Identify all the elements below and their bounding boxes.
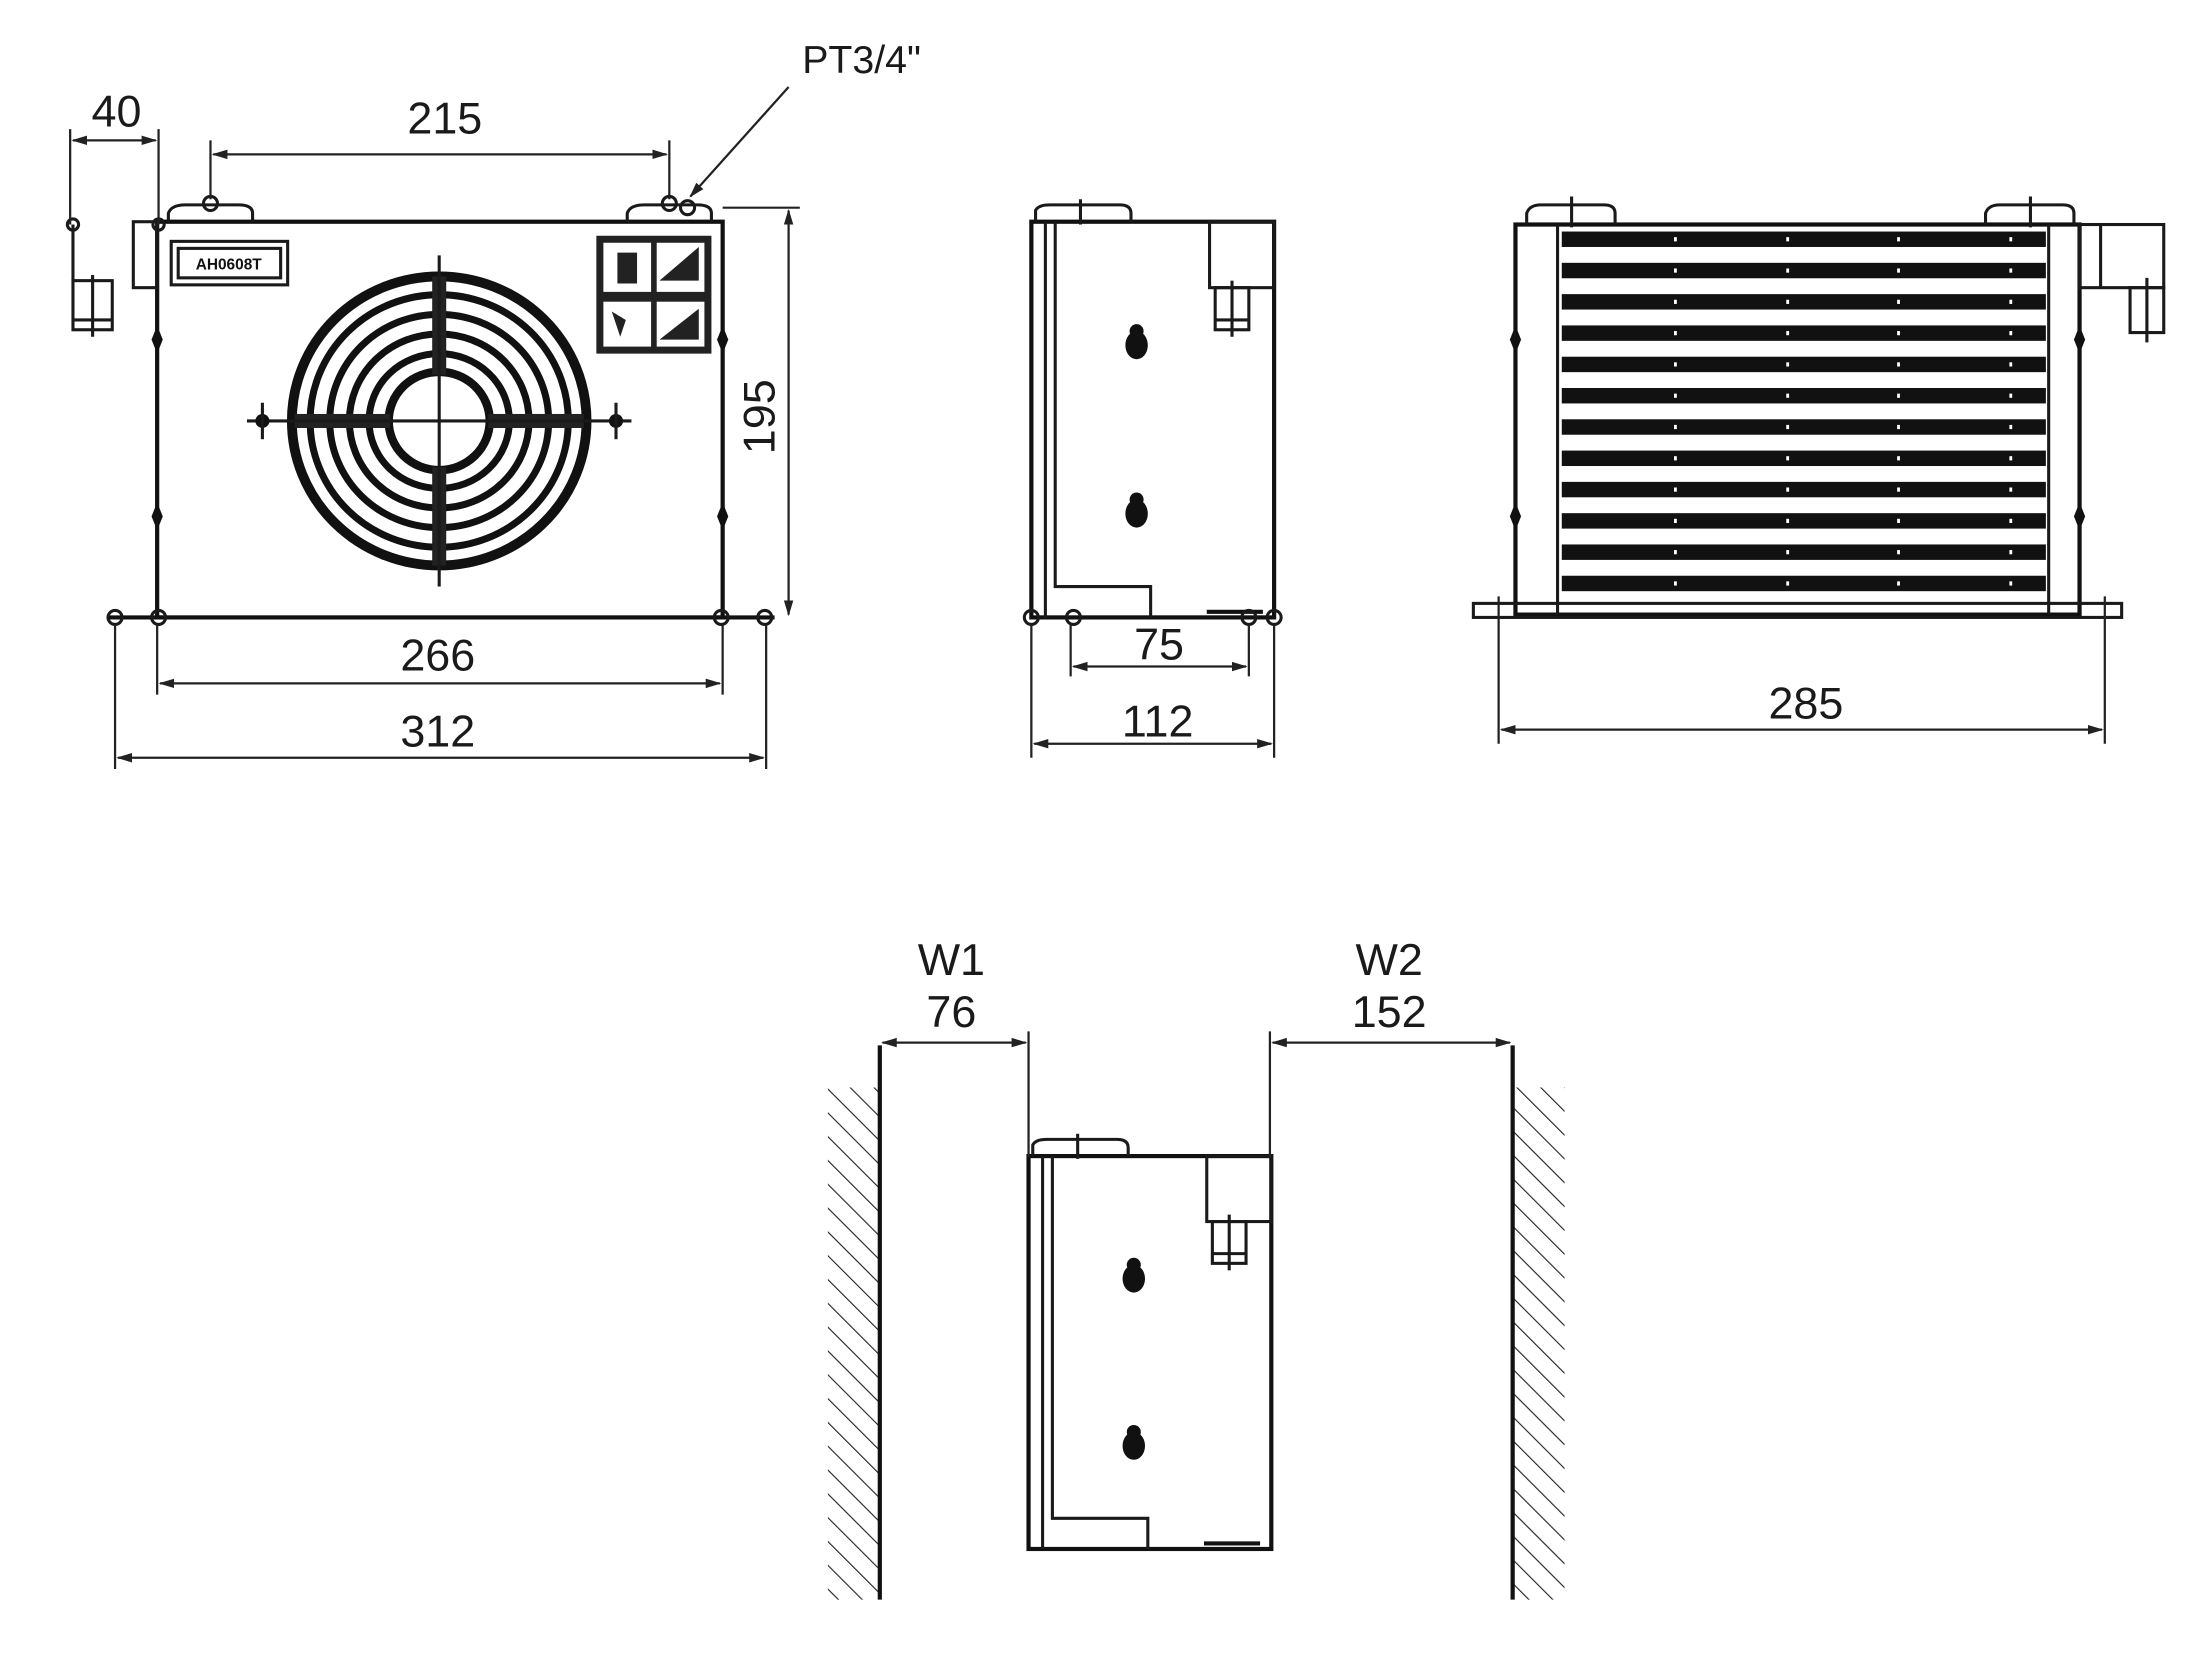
fin-dot <box>1897 518 1900 523</box>
core-view: 285 <box>1471 196 2166 744</box>
fin <box>1561 325 2046 341</box>
fin-dot <box>2009 237 2013 242</box>
fin-dot <box>1786 299 1790 304</box>
w2-value: 152 <box>1352 986 1427 1037</box>
fin-dot <box>1897 581 1900 586</box>
fin-dot <box>1786 268 1790 273</box>
fin-dot <box>2009 393 2013 398</box>
fin-dot <box>1674 424 1677 430</box>
fin-dot <box>1897 299 1900 304</box>
port-callout: PT3/4" <box>802 38 921 82</box>
dim-266: 266 <box>400 630 475 681</box>
fin-dot <box>1674 581 1677 586</box>
fin-dot <box>1897 393 1900 398</box>
fin <box>1561 294 2046 310</box>
fin-dot <box>1897 268 1900 273</box>
left-wall <box>827 1087 880 1600</box>
fin-dot <box>1897 362 1900 367</box>
fin-dot <box>1897 237 1900 242</box>
clearance-view: W1 76 W2 152 <box>827 934 1565 1600</box>
fin <box>1561 231 2046 247</box>
fin <box>1561 356 2046 373</box>
fin-dot <box>1786 550 1790 555</box>
fin-dot <box>1674 237 1677 242</box>
fin-dot <box>1786 424 1790 430</box>
fin <box>1561 481 2046 498</box>
w2-label: W2 <box>1356 934 1423 985</box>
fin <box>1561 575 2046 592</box>
dim-285: 285 <box>1768 677 1843 728</box>
fin-dot <box>2009 424 2013 430</box>
dim-195: 195 <box>734 379 785 454</box>
dim-215: 215 <box>407 92 482 143</box>
fin-dot <box>1786 518 1790 523</box>
warning-icons <box>596 235 712 354</box>
fin <box>1561 513 2046 529</box>
fin-dot <box>2009 362 2013 367</box>
fin-dot <box>2009 268 2013 273</box>
fin-dot <box>2009 331 2013 336</box>
cooler-body <box>155 219 725 620</box>
fin <box>1561 387 2046 404</box>
fin-dot <box>2009 581 2013 586</box>
w1-value: 76 <box>926 986 976 1037</box>
fin-dot <box>1674 393 1677 398</box>
fin-dot <box>1897 487 1900 492</box>
fin-dot <box>1897 331 1900 336</box>
fin-dot <box>1897 550 1900 555</box>
fin-dot <box>1674 456 1677 461</box>
fin-dot <box>1786 487 1790 492</box>
fin-dot <box>1786 393 1790 398</box>
model-label-frame <box>169 239 290 287</box>
fin-dot <box>2009 299 2013 304</box>
dim-40: 40 <box>91 85 141 136</box>
fin-dot <box>1786 237 1790 242</box>
fin-dot <box>1786 581 1790 586</box>
fin <box>1561 544 2046 560</box>
dim-75: 75 <box>1134 619 1184 670</box>
fin-dot <box>2009 456 2013 461</box>
fin-dot <box>1786 456 1790 461</box>
fan-grille <box>246 255 632 587</box>
fin-dot <box>1897 424 1900 430</box>
fin-dot <box>1674 362 1677 367</box>
model-label: AH0608T <box>196 256 263 273</box>
cooling-fins <box>1561 231 2046 592</box>
fin-dot <box>1674 518 1677 523</box>
fin-dot <box>1674 268 1677 273</box>
w1-label: W1 <box>918 934 985 985</box>
fin <box>1561 450 2046 467</box>
fin-dot <box>2009 518 2013 523</box>
fin-dot <box>1674 299 1677 304</box>
fin-dot <box>1674 550 1677 555</box>
side-view: 75 112 <box>1022 199 1283 758</box>
fin-dot <box>2009 550 2013 555</box>
front-view: AH0608T 40 <box>65 38 921 769</box>
fin-dot <box>1786 331 1790 336</box>
fin-dot <box>1674 331 1677 336</box>
fin-dot <box>2009 487 2013 492</box>
fin-dot <box>1674 487 1677 492</box>
fin <box>1561 419 2046 435</box>
fin-dot <box>1786 362 1790 367</box>
right-wall <box>1512 1087 1565 1600</box>
dim-312: 312 <box>400 706 475 757</box>
dim-112: 112 <box>1122 696 1194 747</box>
fin-dot <box>1897 456 1900 461</box>
fin <box>1561 262 2046 279</box>
